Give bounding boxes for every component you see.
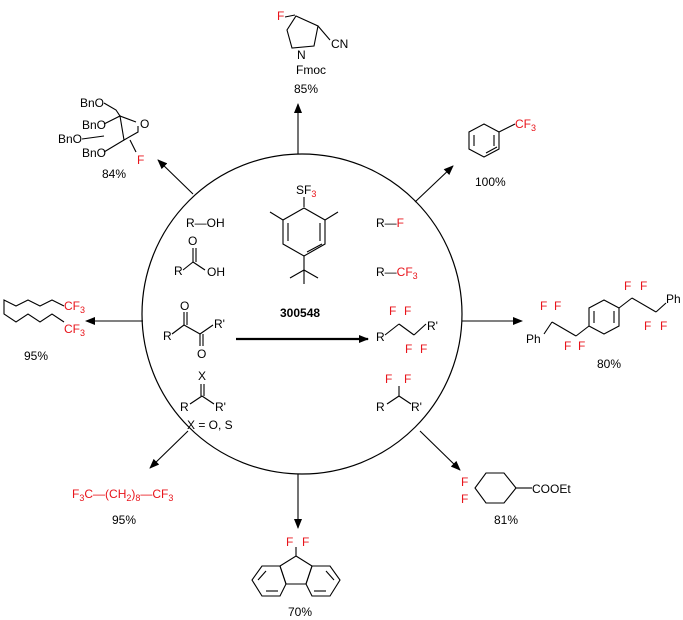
svg-text:O: O <box>188 234 197 248</box>
svg-text:F: F <box>660 319 667 333</box>
svg-text:R—F: R—F <box>376 216 404 230</box>
svg-text:R': R' <box>411 400 422 414</box>
svg-text:CF3: CF3 <box>64 322 85 338</box>
svg-text:F: F <box>461 475 468 489</box>
svg-text:BnO: BnO <box>82 146 106 160</box>
svg-text:F: F <box>420 342 427 356</box>
svg-text:F: F <box>540 299 547 313</box>
svg-text:F: F <box>277 9 284 23</box>
svg-text:F: F <box>404 372 411 386</box>
product-left-bis-trifluoromethyl-chain: CF3 CF3 95% <box>3 299 85 363</box>
central-circle <box>141 153 463 475</box>
svg-text:95%: 95% <box>112 513 136 527</box>
svg-text:F: F <box>578 339 585 353</box>
svg-text:O: O <box>197 347 206 361</box>
svg-text:R': R' <box>215 400 226 414</box>
reagent-id-label: 300548 <box>280 306 320 320</box>
svg-text:R—CF3: R—CF3 <box>376 265 418 281</box>
svg-text:CF3: CF3 <box>64 299 85 315</box>
svg-text:F: F <box>286 535 293 549</box>
svg-text:F: F <box>137 153 144 167</box>
svg-text:F: F <box>644 319 651 333</box>
products-right-inner: R—F R—CF3 R R' F F F F F F R R' <box>376 216 438 414</box>
svg-text:F: F <box>385 372 392 386</box>
svg-text:R: R <box>376 330 385 344</box>
svg-text:BnO: BnO <box>80 96 104 110</box>
svg-text:Ph: Ph <box>526 332 541 346</box>
svg-text:F: F <box>624 279 631 293</box>
alcohol-label: R—OH <box>186 216 225 230</box>
svg-text:O: O <box>180 299 189 313</box>
svg-text:80%: 80% <box>597 357 621 371</box>
svg-text:F3C—(CH2)8—CF3: F3C—(CH2)8—CF3 <box>72 487 173 503</box>
svg-text:Fmoc: Fmoc <box>296 63 326 77</box>
svg-text:F: F <box>389 304 396 318</box>
svg-text:95%: 95% <box>24 349 48 363</box>
svg-text:O: O <box>140 117 149 131</box>
svg-text:OH: OH <box>207 265 225 279</box>
svg-text:F: F <box>554 299 561 313</box>
product-upper-right-benzotrifluoride: CF3 100% <box>468 117 536 189</box>
svg-text:81%: 81% <box>494 513 518 527</box>
svg-text:F: F <box>564 339 571 353</box>
svg-text:F: F <box>461 492 468 506</box>
svg-text:F: F <box>405 342 412 356</box>
svg-text:BnO: BnO <box>58 132 82 146</box>
product-right-bis-tetrafluoroethyl-benzene: Ph F F F F Ph F F F F 80% <box>526 279 681 371</box>
arrow-lower-right <box>419 430 461 471</box>
svg-text:F: F <box>302 535 309 549</box>
product-lower-left-fluoroalkane: F3C—(CH2)8—CF3 95% <box>72 487 173 527</box>
arrow-lower-left <box>149 430 189 469</box>
svg-text:F: F <box>404 304 411 318</box>
x-definition-note: X = O, S <box>187 418 233 432</box>
svg-text:R': R' <box>427 319 438 333</box>
svg-text:85%: 85% <box>294 82 318 96</box>
product-bottom-difluorofluorene: F F 70% <box>251 535 341 619</box>
svg-text:N: N <box>297 48 306 62</box>
svg-text:Ph: Ph <box>666 292 681 306</box>
arrow-upper-left <box>157 159 194 195</box>
svg-text:84%: 84% <box>102 167 126 181</box>
svg-text:R: R <box>174 264 183 278</box>
svg-text:100%: 100% <box>475 175 506 189</box>
reagent-structure: SF3 300548 <box>236 183 369 343</box>
svg-text:R: R <box>376 400 385 414</box>
radial-arrows <box>85 103 523 529</box>
svg-text:CN: CN <box>331 37 348 51</box>
reagent-sf-label: SF3 <box>296 183 316 199</box>
product-upper-left-glycosyl-fluoride: BnO BnO BnO BnO O F 84% <box>58 96 149 181</box>
svg-text:R: R <box>163 329 172 343</box>
svg-text:COOEt: COOEt <box>532 482 571 496</box>
svg-text:X: X <box>198 369 206 383</box>
svg-text:70%: 70% <box>288 605 312 619</box>
product-lower-right-difluorocyclohexane: COOEt F F 81% <box>461 472 571 527</box>
substrates-left: R—OH R O OH R O O R' X R R' X = O, S <box>163 216 233 432</box>
svg-text:R: R <box>180 400 189 414</box>
arrow-upper-right <box>414 165 454 203</box>
svg-text:BnO: BnO <box>82 118 106 132</box>
svg-text:CF3: CF3 <box>515 117 536 133</box>
svg-text:R': R' <box>214 317 225 331</box>
product-top-fluoroproline: F CN N Fmoc 85% <box>277 9 348 96</box>
svg-text:F: F <box>640 279 647 293</box>
